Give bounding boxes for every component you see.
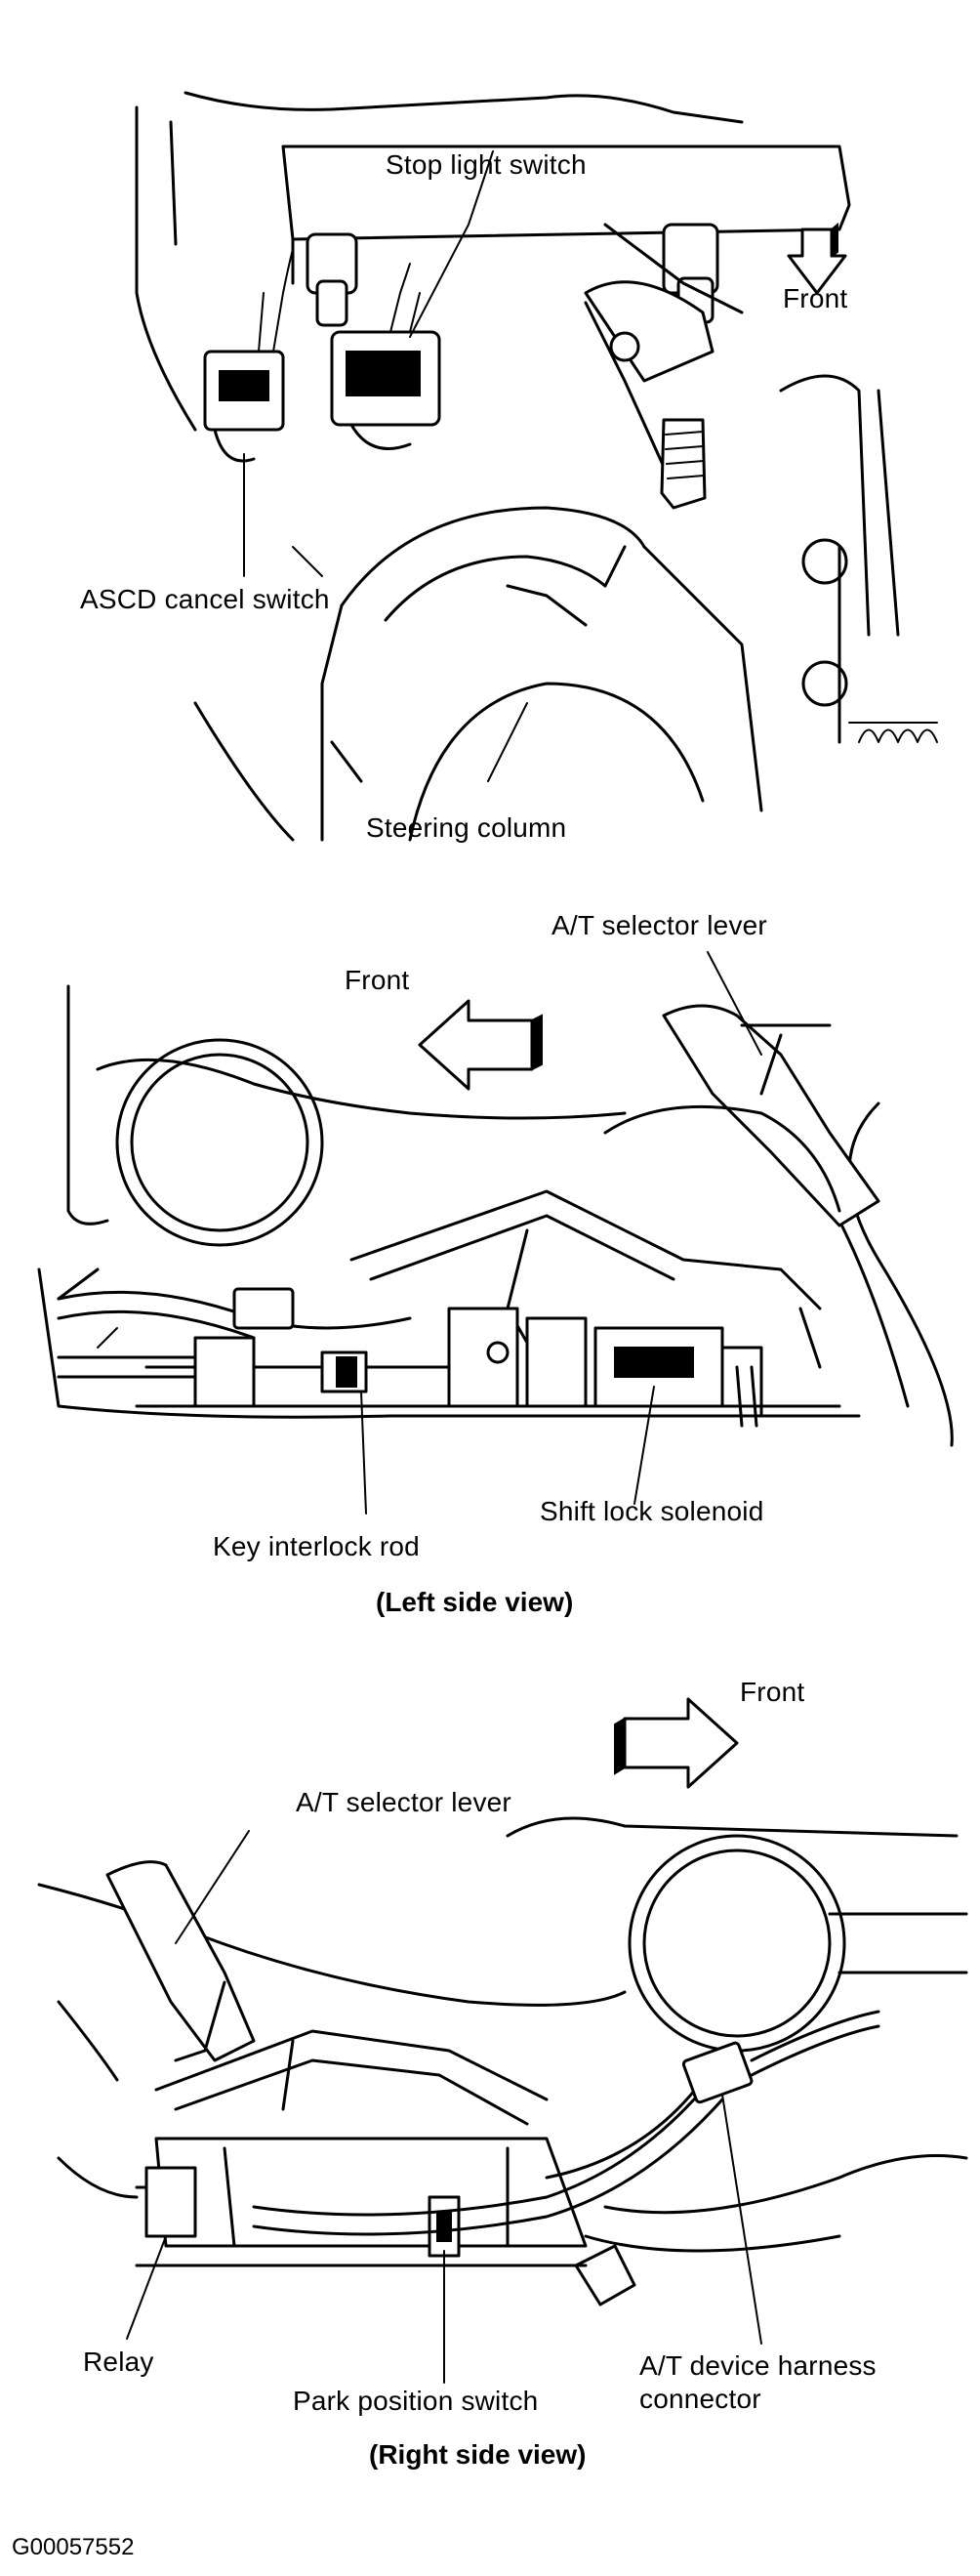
panel2-drawing [39,952,952,1514]
panel1-drawing [137,93,937,840]
stop-light-switch-label: Stop light switch [386,149,587,180]
figure-code: G00057552 [12,2534,135,2560]
selector-lever-label-right: A/T selector lever [296,1787,511,1817]
harness-connector-label-line2: connector [639,2384,761,2414]
front-label-right-view: Front [740,1677,805,1707]
ascd-cancel-switch-label: ASCD cancel switch [80,584,330,614]
park-position-switch-label: Park position switch [293,2386,539,2416]
front-label-left-view: Front [345,965,410,995]
panel3-drawing [39,1699,966,2383]
key-interlock-rod-label: Key interlock rod [213,1531,420,1561]
left-side-view-caption: (Left side view) [376,1587,574,1617]
shift-lock-solenoid-label: Shift lock solenoid [540,1496,764,1526]
relay-label: Relay [83,2347,154,2377]
front-label-top: Front [783,283,848,313]
steering-column-label: Steering column [366,812,567,843]
selector-lever-label-left: A/T selector lever [551,910,767,940]
right-side-view-caption: (Right side view) [369,2439,587,2470]
harness-connector-label-line1: A/T device harness [639,2350,877,2381]
